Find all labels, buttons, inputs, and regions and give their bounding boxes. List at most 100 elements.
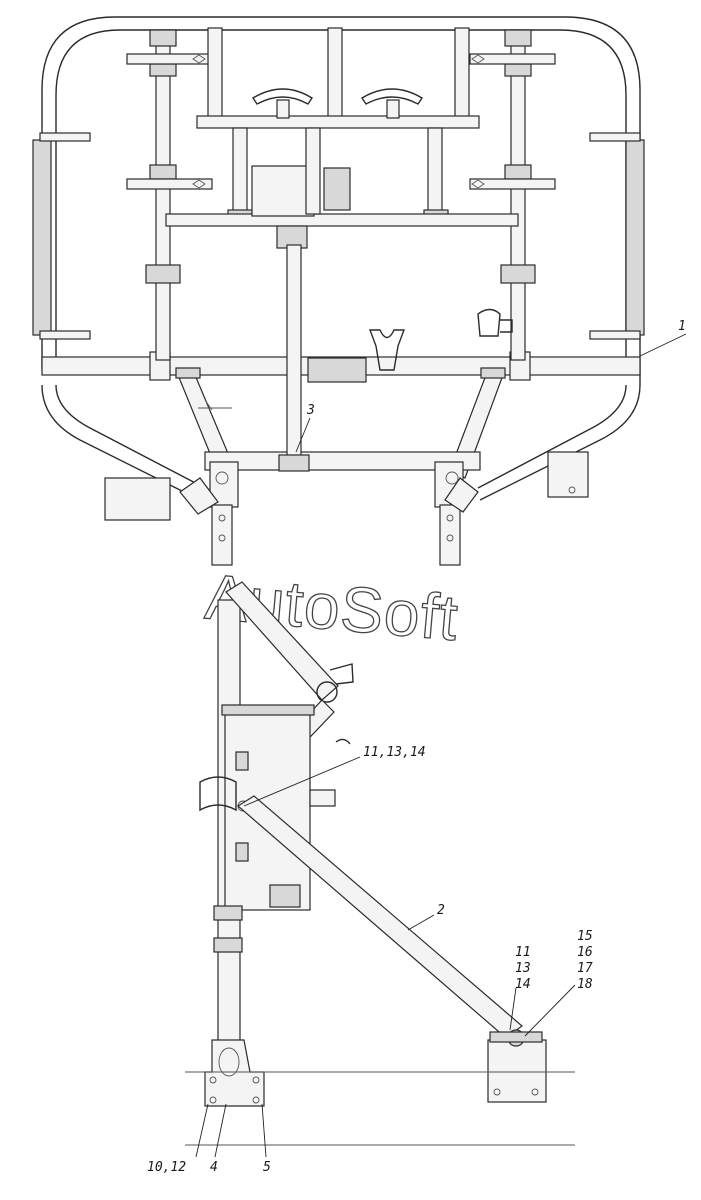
- right-flat-bar-mid: [469, 178, 556, 190]
- lower-cross-member: [204, 451, 481, 471]
- left-foot-bolt-2: [209, 1096, 217, 1104]
- mid-frame-right-post: [427, 127, 443, 219]
- leader-10-12: [195, 1103, 209, 1158]
- right-outer-bracket: [547, 451, 589, 498]
- left-strut-pin: [198, 399, 232, 411]
- right-plate-bolt-2: [446, 534, 454, 542]
- left-strut-cap: [175, 367, 201, 379]
- left-outer-bracket: [104, 477, 171, 521]
- right-post-clamp-3: [504, 164, 532, 180]
- mid-frame-left-post: [232, 127, 248, 219]
- right-hinge: [445, 471, 459, 485]
- left-post-clamp-2: [149, 63, 177, 77]
- right-flat-bar-mid-hole: [471, 179, 485, 189]
- cradle-post-2: [327, 27, 343, 124]
- left-angled-tube: [179, 477, 219, 515]
- left-foot-bolt-1: [209, 1076, 217, 1084]
- left-plate-bolt-2: [218, 534, 226, 542]
- mount-box: [323, 167, 351, 211]
- box-clamp-2: [235, 842, 249, 862]
- left-post-clamp-4: [145, 264, 181, 284]
- top-diagonal-joint: [316, 681, 338, 703]
- leader-5: [261, 1103, 267, 1158]
- callout-11-13-14: 11,13,14: [363, 745, 426, 760]
- right-flat-bar-top-hole: [471, 54, 485, 64]
- left-side-bracket-top: [39, 132, 91, 142]
- box-foot: [269, 884, 301, 908]
- leader-2: [407, 914, 435, 931]
- right-side-pad: [625, 139, 645, 336]
- side-u-bracket: [199, 776, 237, 812]
- callout-2: 2: [437, 903, 445, 918]
- left-post-clamp-1: [149, 29, 177, 47]
- left-foot-bolt-4: [252, 1096, 260, 1104]
- left-flat-bar-mid-hole: [192, 179, 206, 189]
- left-plate-bolt-1: [218, 514, 226, 522]
- right-post-clamp-1: [504, 29, 532, 47]
- right-post-clamp-2: [504, 63, 532, 77]
- side-frame-assembly: [185, 581, 575, 1146]
- callout-13: 13: [515, 961, 531, 976]
- cross-bar-center-block: [307, 357, 367, 383]
- leader-15-stack: [524, 984, 576, 1037]
- right-post-clamp-4: [500, 264, 536, 284]
- cradle-saddle-right: [361, 88, 423, 105]
- leader-1: [639, 333, 687, 357]
- mid-horizontal-bar: [165, 213, 519, 227]
- equipment-box-lid: [221, 704, 315, 716]
- callout-5: 5: [263, 1160, 271, 1175]
- cradle-post-3: [454, 27, 470, 124]
- left-foot-bolt-3: [252, 1076, 260, 1084]
- right-side-bracket-bottom: [589, 330, 641, 340]
- left-post-clamp-3: [149, 164, 177, 180]
- cradle-saddle-left: [252, 88, 313, 105]
- box-clamp-1: [235, 751, 249, 771]
- vertical-clamp-2: [213, 937, 243, 953]
- cradle-post-1: [207, 27, 223, 124]
- callout-18: 18: [577, 977, 593, 992]
- chassis-rail: [185, 1071, 575, 1146]
- center-vertical-tube: [286, 244, 302, 461]
- left-side-pad: [32, 139, 52, 336]
- mount-upright: [305, 127, 321, 215]
- right-foot-bolt-1: [493, 1088, 501, 1096]
- callout-15: 15: [577, 929, 593, 944]
- callout-labels: 1 3 11,13,14 2 15 16 17 18 11 13 14 10,1…: [147, 319, 686, 1175]
- left-hinge: [215, 471, 229, 485]
- box-side-rail: [309, 789, 336, 807]
- right-foot-clamp: [489, 1031, 543, 1043]
- left-side-bracket-bottom: [39, 330, 91, 340]
- top-diagonal-tube: [225, 581, 339, 701]
- long-diagonal-strut: [236, 795, 523, 1039]
- right-side-bracket-top: [589, 132, 641, 142]
- cradle-saddle-post-right: [386, 99, 400, 119]
- leader-11-13-14: [243, 756, 361, 807]
- callout-16: 16: [577, 945, 593, 960]
- callout-17: 17: [577, 961, 593, 976]
- frame-assembly: [32, 16, 645, 566]
- leader-11-stack: [509, 987, 517, 1031]
- right-flat-bar-top: [469, 53, 556, 65]
- cradle-top-beam: [196, 115, 480, 129]
- callout-1: 1: [678, 319, 686, 334]
- right-outer-bracket-hole: [568, 486, 576, 494]
- mount-plate: [251, 165, 315, 217]
- right-strut-cap: [480, 367, 506, 379]
- box-handle: [335, 738, 351, 745]
- leader-4: [214, 1103, 227, 1158]
- center-joint: [278, 454, 310, 472]
- top-clip: [329, 663, 354, 685]
- callout-3: 3: [306, 403, 315, 418]
- cradle-saddle-post-left: [276, 99, 290, 119]
- callout-4: 4: [210, 1160, 218, 1175]
- callout-14: 14: [515, 977, 531, 992]
- right-plate-bolt-1: [446, 514, 454, 522]
- u-bracket: [368, 329, 406, 371]
- leader-lines: [195, 333, 687, 1158]
- right-angled-tube: [444, 477, 479, 513]
- callout-11: 11: [515, 945, 531, 960]
- right-foot-bracket: [487, 1039, 547, 1103]
- leader-3: [295, 417, 311, 453]
